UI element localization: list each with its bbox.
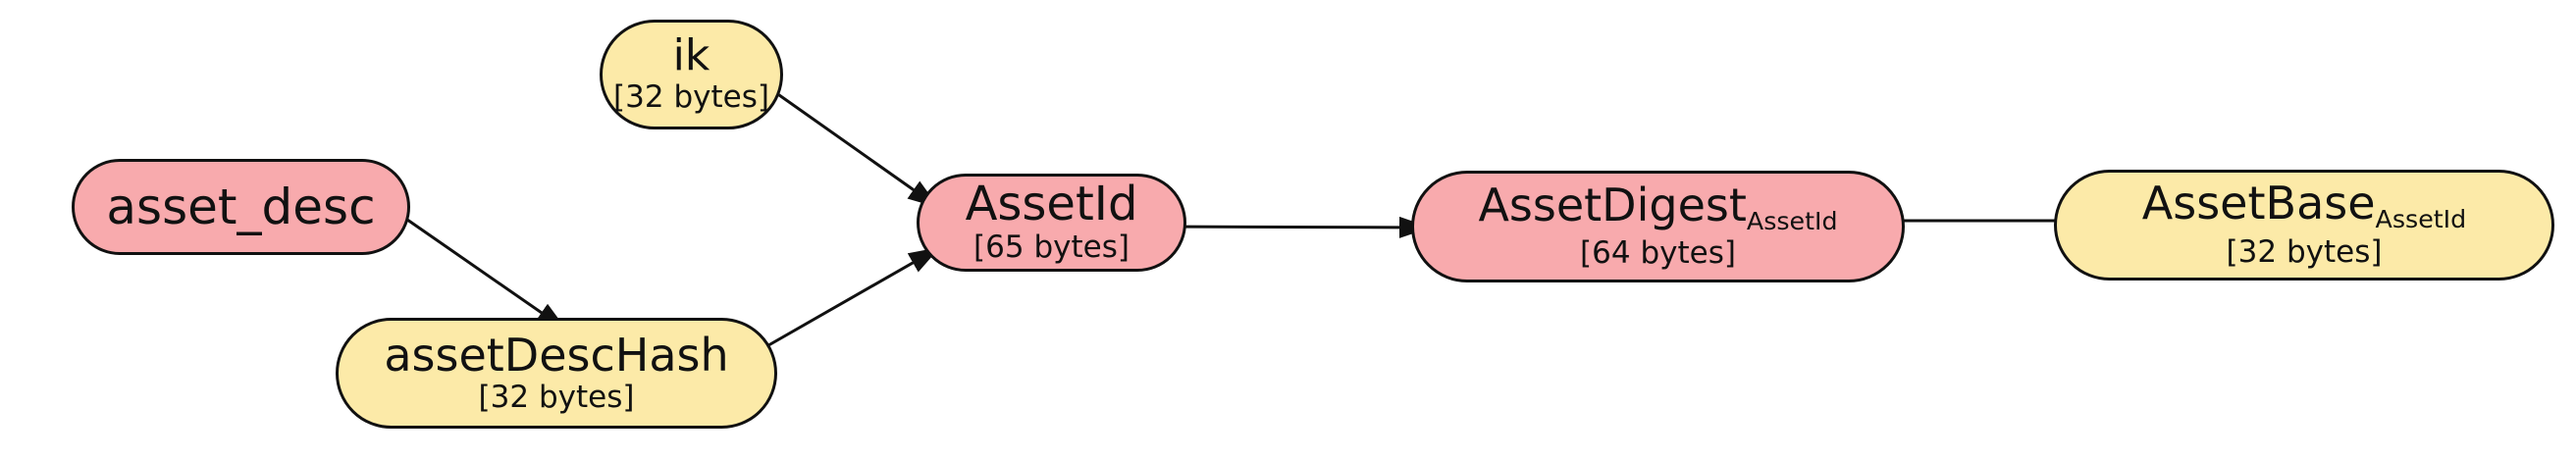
node-asset-digest-title: AssetDigestAssetId	[1478, 181, 1837, 234]
node-asset-digest-name: AssetDigest	[1478, 178, 1747, 231]
node-ik-size: [32 bytes]	[613, 79, 769, 116]
edge-assetid-to-assetdigest	[1160, 216, 1432, 238]
edge-assetdeschash-to-assetid	[756, 245, 941, 354]
node-asset-id-size: [65 bytes]	[973, 230, 1130, 266]
node-asset-desc-name: asset_desc	[106, 178, 376, 235]
node-asset-base-size: [32 bytes]	[2226, 233, 2383, 270]
node-asset-desc: asset_desc	[72, 159, 410, 255]
node-asset-digest-subscript: AssetId	[1746, 206, 1838, 235]
node-asset-digest-size: [64 bytes]	[1580, 235, 1736, 272]
node-asset-desc-hash-size: [32 bytes]	[478, 379, 635, 415]
node-asset-base-title: AssetBaseAssetId	[2142, 179, 2466, 232]
node-asset-desc-hash-name: assetDescHash	[384, 328, 729, 382]
edge-asset-desc-to-assetdeschash	[396, 211, 568, 332]
node-asset-base: AssetBaseAssetId [32 bytes]	[2054, 170, 2554, 281]
node-asset-desc-hash: assetDescHash [32 bytes]	[336, 318, 777, 429]
node-asset-digest: AssetDigestAssetId [64 bytes]	[1411, 171, 1905, 282]
node-asset-base-subscript: AssetId	[2375, 205, 2467, 234]
node-ik-name: ik	[672, 30, 710, 81]
node-asset-base-name: AssetBase	[2141, 177, 2376, 230]
node-ik: ik [32 bytes]	[600, 20, 783, 129]
node-asset-id-name: AssetId	[965, 176, 1138, 231]
node-asset-id: AssetId [65 bytes]	[917, 174, 1186, 272]
edge-ik-to-assetid	[771, 88, 940, 210]
